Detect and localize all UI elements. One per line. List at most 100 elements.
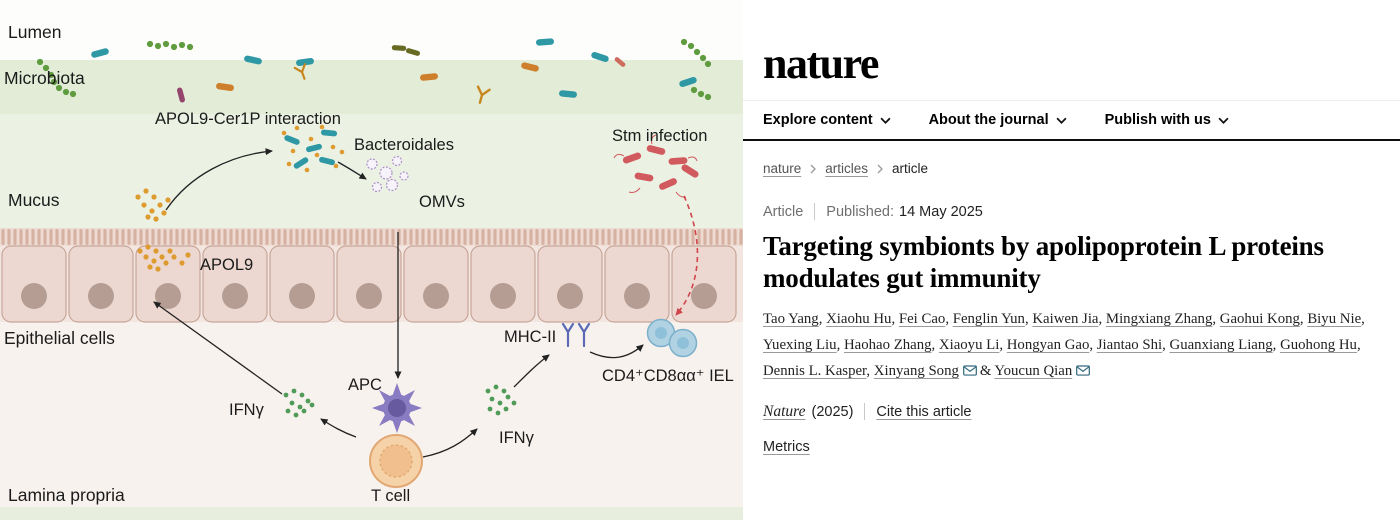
nav-label: Explore content — [763, 112, 873, 128]
author-corresponding: Xinyang Song — [874, 363, 977, 379]
stm-infection-arrow — [675, 195, 699, 316]
apc-cell — [372, 383, 422, 433]
author-link[interactable]: Mingxiang Zhang — [1105, 310, 1213, 327]
gut-immunity-figure: Lumen Microbiota APOL9-Cer1P interaction… — [0, 22, 743, 520]
chevron-down-icon — [1218, 117, 1229, 124]
author-link[interactable]: Fei Cao — [898, 310, 946, 327]
label-apol9-cer1p: APOL9-Cer1P interaction — [155, 110, 341, 128]
author-link[interactable]: Xiaoyu Li — [938, 337, 1000, 354]
author-link[interactable]: Haohao Zhang — [843, 337, 932, 354]
site-header: nature — [743, 0, 1400, 101]
page-title: Targeting symbionts by apolipoprotein L … — [763, 231, 1324, 294]
label-mucus: Mucus — [8, 190, 60, 210]
published-date: 14 May 2025 — [899, 203, 983, 220]
label-iel: CD4⁺CD8αα⁺ IEL — [602, 367, 734, 385]
author-list: Tao Yang Xiaohu Hu Fei Cao Fenglin Yun Kaiwe… — [763, 306, 1377, 385]
email-icon[interactable] — [962, 365, 977, 377]
figure-labels: Lumen Microbiota APOL9-Cer1P interaction… — [4, 22, 734, 505]
journal-citation-line: Nature (2025) Cite this article — [763, 403, 1380, 421]
article-content: nature articles article Article Publishe… — [743, 141, 1400, 456]
author-link[interactable]: Dennis L. Kasper — [763, 363, 867, 380]
author: Fenglin Yun — [953, 311, 1033, 327]
brush-border — [0, 228, 743, 246]
nature-logo[interactable]: nature — [763, 39, 879, 88]
breadcrumb: nature articles article — [763, 161, 1380, 176]
metrics-row: Metrics — [763, 438, 1380, 456]
author: Xiaoyu Li — [939, 337, 1007, 353]
label-omvs: OMVs — [419, 193, 465, 211]
pathway-arrows — [153, 148, 644, 458]
label-mhc-ii: MHC-II — [504, 328, 556, 346]
nav-about-the-journal[interactable]: About the journal — [929, 112, 1067, 128]
citation-divider — [864, 403, 866, 421]
author: Mingxiang Zhang — [1106, 311, 1220, 327]
apol9-cer1p-cluster — [281, 124, 345, 173]
journal-link[interactable]: Nature — [763, 402, 806, 420]
author-link[interactable]: Xinyang Song — [873, 363, 959, 380]
email-icon[interactable] — [1076, 365, 1091, 377]
label-microbiota: Microbiota — [4, 68, 85, 88]
omv-vesicles — [366, 155, 409, 193]
author: Haohao Zhang — [844, 337, 939, 353]
chevron-right-icon — [810, 164, 817, 173]
author-link[interactable]: Gaohui Kong — [1219, 310, 1300, 327]
author: Biyu Nie — [1307, 311, 1365, 327]
author-link[interactable]: Tao Yang — [763, 310, 819, 327]
breadcrumb-nature[interactable]: nature — [763, 161, 802, 176]
microbiota-bacteria-icons — [36, 38, 712, 104]
meta-divider — [814, 203, 816, 220]
article-type-label: Article — [763, 203, 804, 220]
author-link[interactable]: Fenglin Yun — [952, 310, 1025, 327]
nav-label: Publish with us — [1104, 112, 1211, 128]
label-epithelial-cells: Epithelial cells — [4, 328, 115, 348]
label-bacteroidales: Bacteroidales — [354, 136, 454, 154]
author: Xiaohu Hu — [826, 311, 899, 327]
author-link[interactable]: Xiaohu Hu — [826, 310, 892, 327]
author: Kaiwen Jia — [1032, 311, 1106, 327]
ifng-dots-left — [283, 388, 315, 418]
metrics-link[interactable]: Metrics — [763, 438, 810, 455]
label-apc: APC — [348, 376, 382, 394]
label-stm-infection: Stm infection — [612, 127, 707, 145]
epithelial-cell-row — [1, 245, 737, 323]
author-link[interactable]: Hongyan Gao — [1006, 337, 1090, 354]
author-link[interactable]: Yuexing Liu — [763, 337, 837, 354]
author-link[interactable]: Kaiwen Jia — [1032, 310, 1099, 327]
author: Tao Yang — [763, 311, 826, 327]
apol9-protein-dots — [135, 188, 191, 272]
chevron-down-icon — [1056, 117, 1067, 124]
iel-cells — [646, 318, 698, 358]
nav-label: About the journal — [928, 112, 1049, 128]
author-link[interactable]: Biyu Nie — [1307, 310, 1362, 327]
author: Yuexing Liu — [763, 337, 844, 353]
published-label: Published: — [826, 203, 895, 220]
breadcrumb-articles[interactable]: articles — [825, 161, 869, 176]
nature-site-panel: nature Explore content About the journal… — [743, 0, 1400, 520]
ifng-dots-right — [485, 384, 517, 416]
author-link[interactable]: Guohong Hu — [1280, 337, 1357, 354]
chevron-down-icon — [880, 117, 891, 124]
author-corresponding: Youcun Qian — [994, 363, 1091, 380]
author: Dennis L. Kasper — [763, 363, 874, 379]
nav-publish-with-us[interactable]: Publish with us — [1105, 112, 1229, 128]
label-lamina-propria: Lamina propria — [8, 485, 125, 505]
t-cell — [369, 434, 423, 488]
main-nav: Explore content About the journal Publis… — [743, 101, 1400, 141]
cite-this-article-link[interactable]: Cite this article — [876, 403, 972, 420]
breadcrumb-article: article — [892, 161, 929, 176]
stm-bacteria-icons — [613, 134, 700, 198]
author-link[interactable]: Jiantao Shi — [1096, 337, 1163, 354]
label-t-cell: T cell — [371, 487, 410, 505]
mhc-ii-icons — [561, 322, 591, 348]
nav-explore-content[interactable]: Explore content — [763, 112, 891, 128]
author: Gaohui Kong — [1220, 311, 1308, 327]
author-joiner: & — [979, 363, 992, 380]
journal-year: (2025) — [811, 403, 854, 420]
author: Hongyan Gao — [1007, 337, 1097, 353]
label-ifng-left: IFNγ — [229, 401, 265, 419]
author: Guanxiang Liang — [1170, 337, 1281, 353]
label-apol9: APOL9 — [200, 256, 253, 274]
author-link[interactable]: Guanxiang Liang — [1169, 337, 1273, 354]
author-link[interactable]: Youcun Qian — [994, 363, 1073, 380]
